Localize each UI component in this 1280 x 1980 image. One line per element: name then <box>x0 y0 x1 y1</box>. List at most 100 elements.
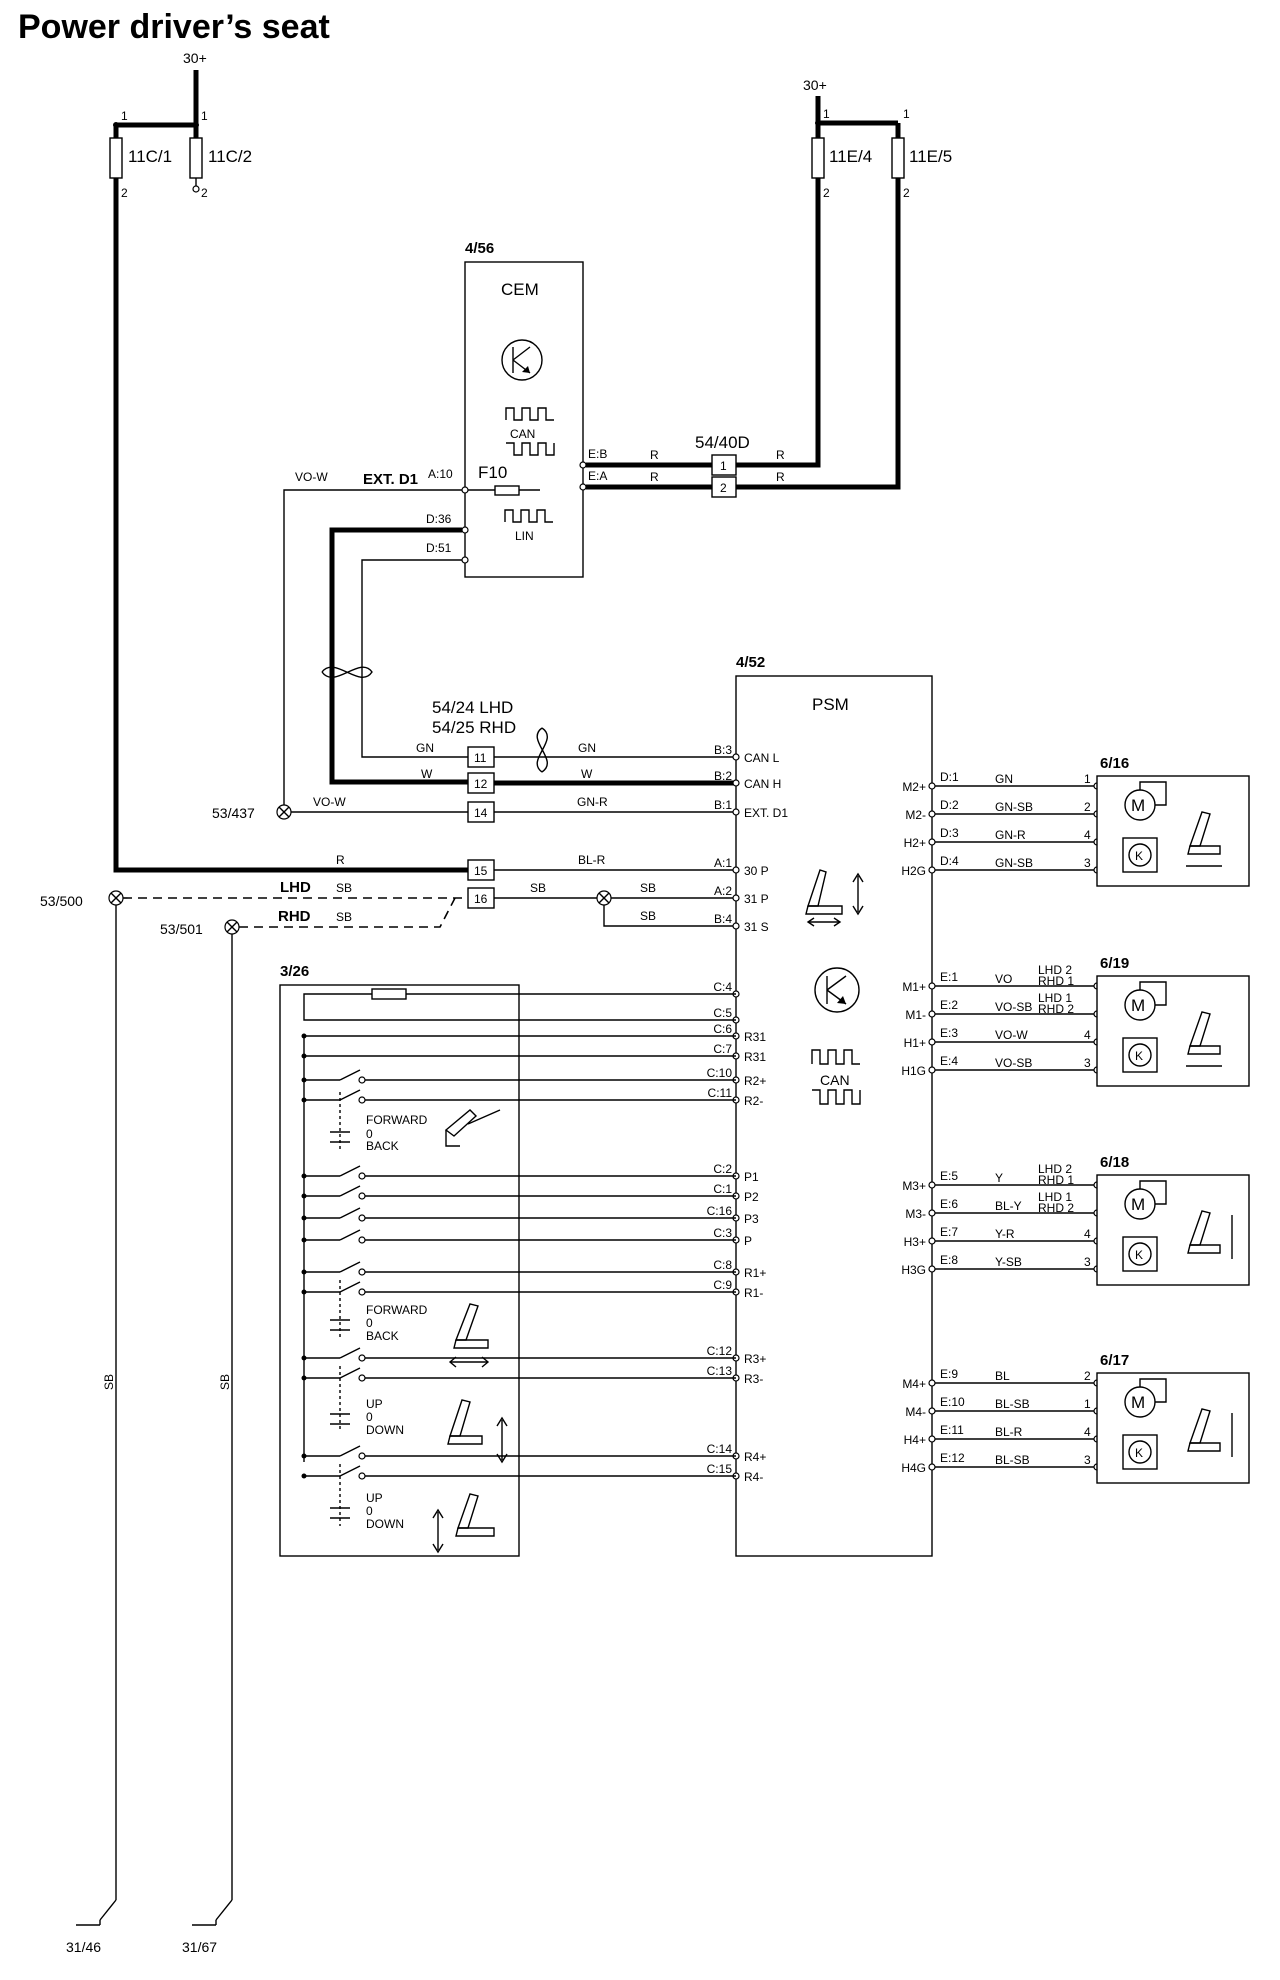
wire-r-left: R <box>336 853 345 867</box>
motor-unit <box>1096 775 1250 887</box>
motor-id: 6/18 <box>1100 1154 1129 1171</box>
conn-5440-pin1-label: 1 <box>720 459 727 473</box>
psm-pin-code: C:11 <box>708 1086 733 1100</box>
psm-pin-code: C:15 <box>707 1462 733 1476</box>
psm-right-pin-code: E:4 <box>940 1054 958 1068</box>
psm-right-pin-code: D:4 <box>940 854 959 868</box>
cem-transistor-icon <box>501 339 543 381</box>
switch-zero-3: 0 <box>366 1410 373 1424</box>
seat-switch-module <box>279 984 520 1557</box>
motor-id: 6/16 <box>1100 755 1129 772</box>
cem-name: CEM <box>501 280 539 299</box>
psm-pin-label: CAN H <box>744 777 781 791</box>
motor-symbol: M <box>1131 796 1145 815</box>
switch-back-1: BACK <box>366 1139 399 1153</box>
psm-can-label: CAN <box>820 1072 850 1088</box>
motor-unit <box>1096 1372 1250 1484</box>
motor-symbol: M <box>1131 996 1145 1015</box>
chassis-ground-icon <box>76 1899 117 1926</box>
psm-pin-label: EXT. D1 <box>744 806 788 820</box>
seat-height-icon <box>447 1399 508 1464</box>
cem-can-wave2-icon <box>506 442 555 456</box>
psm-right-pin-code: E:10 <box>940 1395 965 1409</box>
psm-right-pin-code: E:5 <box>940 1169 958 1183</box>
sensor-symbol: K <box>1135 1049 1143 1063</box>
psm-right-pin-label: H3+ <box>904 1235 926 1249</box>
cem-pin-ea: E:A <box>588 469 607 483</box>
psm-right-pin <box>928 1209 936 1217</box>
switch-contact <box>358 1096 366 1104</box>
wire-sb-rhd: SB <box>336 910 352 924</box>
wire-gn-right: GN <box>578 741 596 755</box>
wire-vo-w-top: VO-W <box>295 470 328 484</box>
psm-right-pin-code: E:11 <box>940 1423 964 1437</box>
psm-pin-b1 <box>732 808 740 816</box>
switch-up-2: UP <box>366 1491 383 1505</box>
motor-pin-number: 3 <box>1084 1453 1091 1467</box>
conn-5440-pin2-label: 2 <box>720 481 727 495</box>
psm-pin-code: C:7 <box>713 1042 732 1056</box>
motor-wire-color: VO-SB <box>995 1056 1032 1070</box>
motor-pin-lhd: LHD 1 <box>1038 1190 1072 1204</box>
psm-right-pin-code: E:8 <box>940 1253 958 1267</box>
motor-symbol: M <box>1131 1393 1145 1412</box>
psm-right-pin-label: M1- <box>905 1008 926 1022</box>
fuse-11e4-pin1: 1 <box>823 107 830 121</box>
psm-pin-code: C:8 <box>713 1258 732 1272</box>
psm-module <box>735 675 933 1557</box>
psm-name: PSM <box>812 695 849 714</box>
motor-wire-color: BL-R <box>995 1425 1023 1439</box>
fuse-11e4-label: 11E/4 <box>829 147 872 166</box>
ground-53-501-icon <box>224 919 240 935</box>
pin15-label: 15 <box>474 864 488 878</box>
pin11-label: 11 <box>474 751 487 765</box>
psm-pin-label: R1- <box>744 1286 763 1300</box>
seat-tilt-icon <box>444 1109 501 1147</box>
motor-pin-number: 3 <box>1084 1255 1091 1269</box>
psm-right-pin <box>928 1181 936 1189</box>
psm-right-pin-label: H1+ <box>904 1036 926 1050</box>
switch-down-2: DOWN <box>366 1517 404 1531</box>
motor-wire-color: VO-SB <box>995 1000 1032 1014</box>
switch-zero-4: 0 <box>366 1504 373 1518</box>
switch-id: 3/26 <box>280 963 309 980</box>
motor-wire-color: BL <box>995 1369 1010 1383</box>
fuse-11e5-pin1: 1 <box>903 107 910 121</box>
psm-right-pin <box>928 1463 936 1471</box>
ground-53-501-label: 53/501 <box>160 921 203 937</box>
psm-pin-code: C:10 <box>707 1066 733 1080</box>
motor-wire-color: Y <box>995 1171 1003 1185</box>
psm-pin-code: B:2 <box>714 769 732 783</box>
psm-right-pin-code: E:2 <box>940 998 958 1012</box>
wire-gn-left: GN <box>416 741 434 755</box>
motor-symbol: M <box>1131 1195 1145 1214</box>
ground-53-500-label: 53/500 <box>40 893 83 909</box>
fuse-11c2-pin1: 1 <box>201 109 208 123</box>
conn-5424-rhd: 54/25 RHD <box>432 718 516 737</box>
psm-right-pin-label: H2+ <box>904 836 926 850</box>
switch-up-1: UP <box>366 1397 383 1411</box>
cem-fuse-f10 <box>494 485 520 496</box>
motor-id: 6/17 <box>1100 1352 1129 1369</box>
psm-right-pin-code: E:7 <box>940 1225 958 1239</box>
motor-wire-color: Y-SB <box>995 1255 1022 1269</box>
twisted-pair-icon <box>321 666 373 678</box>
conn-5424-lhd: 54/24 LHD <box>432 698 513 717</box>
psm-right-pin <box>928 1435 936 1443</box>
psm-pin-label: R4- <box>744 1470 763 1484</box>
switch-contact <box>358 1354 366 1362</box>
ground-31-46-label: 31/46 <box>66 1939 101 1955</box>
cem-can-label: CAN <box>510 427 535 441</box>
psm-id: 4/52 <box>736 654 765 671</box>
cem-pin-a10: A:10 <box>428 467 453 481</box>
motor-wire-color: VO-W <box>995 1028 1028 1042</box>
psm-pin-label: R1+ <box>744 1266 766 1280</box>
switch-contact <box>358 1452 366 1460</box>
cem-ext-label: EXT. D1 <box>363 471 418 488</box>
wire-blr: BL-R <box>578 853 606 867</box>
psm-right-pin <box>928 1038 936 1046</box>
supply-label-left: 30+ <box>183 50 207 66</box>
psm-pin-code: C:5 <box>713 1006 732 1020</box>
